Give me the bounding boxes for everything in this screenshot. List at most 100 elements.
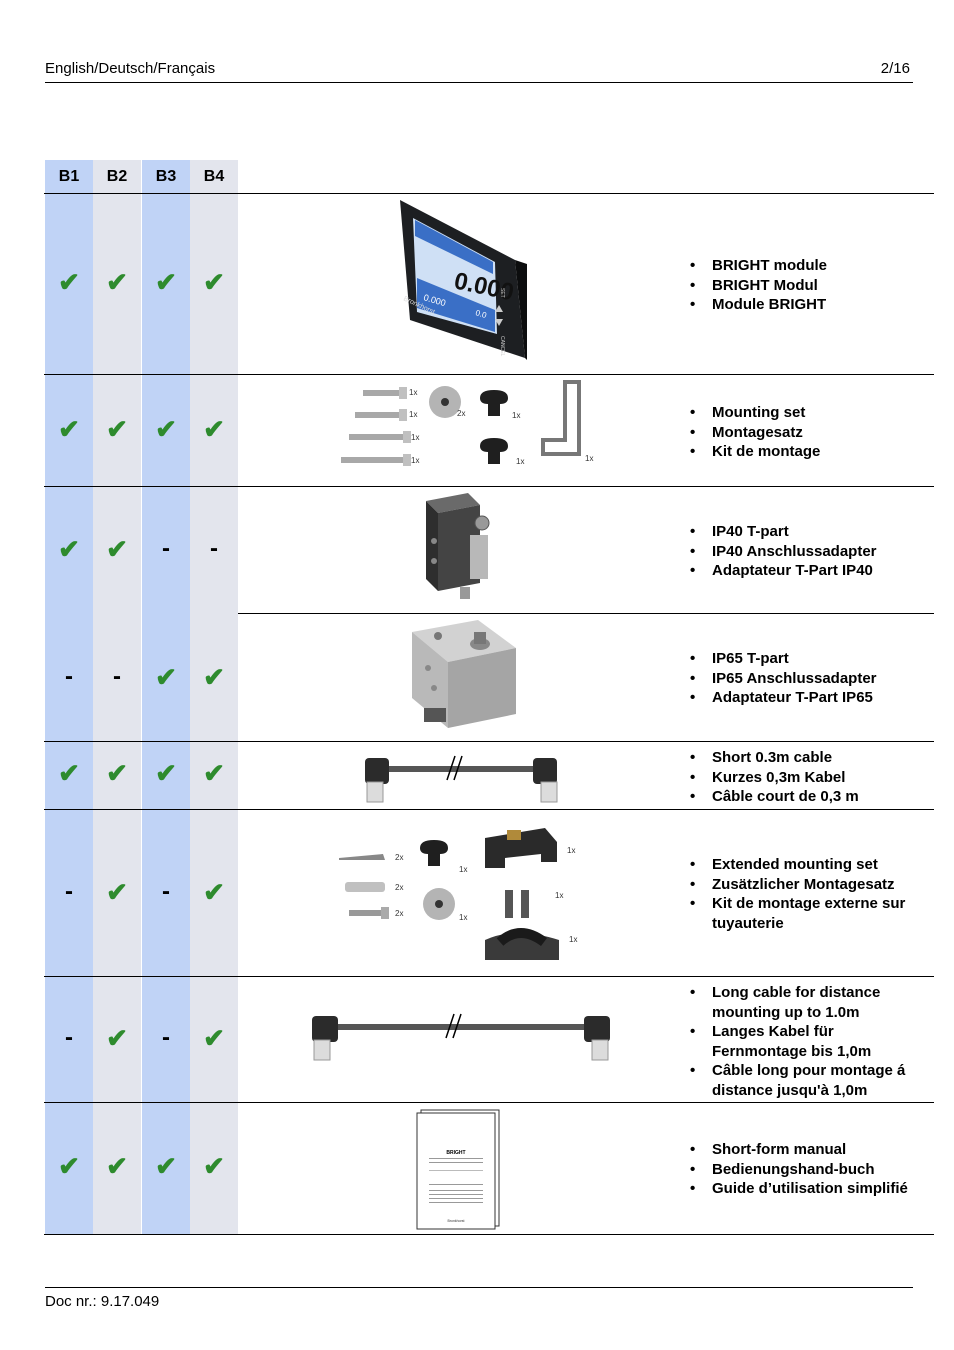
checkmark-icon: ✔ [155,758,177,788]
quantity-label: 1x [411,433,419,442]
list-item: IP65 Anschlussadapter [688,669,928,689]
dash-mark: - [113,663,121,690]
short-form-manual-image: BRIGHT Bronkhorst [416,1109,500,1230]
row-divider [44,486,934,487]
checkmark-icon: ✔ [106,267,128,297]
row-short-cable-description: Short 0.3m cable Kurzes 0,3m Kabel Câble… [688,748,928,807]
column-header-b4: B4 [203,168,225,185]
checkmark-icon: ✔ [106,1151,128,1181]
column-header-b2: B2 [106,168,128,185]
list-item: Adaptateur T-Part IP40 [688,561,928,581]
column-header-b3: B3 [155,168,177,185]
row-long-cable-description: Long cable for distance mounting up to 1… [688,983,928,1100]
row-mounting-set-description: Mounting set Montagesatz Kit de montage [688,403,928,462]
list-item: Long cable for distance mounting up to 1… [688,983,928,1022]
page-header: English/Deutsch/Français 2/16 [45,60,913,83]
checkmark-icon: ✔ [155,1151,177,1181]
quantity-label: 1x [512,411,520,420]
display-sub-right: 0.0 [474,308,488,320]
quantity-label: 2x [395,883,403,892]
list-item: BRIGHT module [688,256,928,276]
page-footer: Doc nr.: 9.17.049 [45,1287,913,1310]
quantity-label: 1x [569,935,577,944]
quantity-label: 1x [459,865,467,874]
checkmark-icon: ✔ [203,414,225,444]
list-item: IP40 Anschlussadapter [688,542,928,562]
checkmark-icon: ✔ [58,1151,80,1181]
page-number: 2/16 [880,60,910,77]
long-cable-image [312,1013,610,1061]
quantity-label: 2x [457,409,465,418]
list-item: Mounting set [688,403,928,423]
checkmark-icon: ✔ [106,758,128,788]
quantity-label: 1x [459,913,467,922]
list-item: Guide d’utilisation simplifié [688,1179,928,1199]
list-item: Extended mounting set [688,855,928,875]
quantity-label: 1x [567,846,575,855]
ip40-t-part-image [426,493,490,599]
list-item: Zusätzlicher Montagesatz [688,875,928,895]
row-divider [44,809,934,810]
list-item: Langes Kabel für Fernmontage bis 1,0m [688,1022,928,1061]
quantity-label: 1x [409,388,417,397]
table-bottom-rule [44,1234,934,1235]
checkmark-icon: ✔ [203,877,225,907]
down-arrow-icon [495,319,503,326]
row-divider [238,613,934,614]
bright-module-image: 0.000 0.000 0.0 Bronkhorst SET CANCEL [400,200,527,360]
dash-mark: - [65,663,73,690]
ip65-t-part-image [412,620,516,728]
quantity-label: 2x [395,909,403,918]
column-b3-background [142,160,190,1234]
checkmark-icon: ✔ [203,662,225,692]
mounting-set-image: 1x 1x 1x 1x 2x 1x 1x 1x [341,380,593,466]
checkmark-icon: ✔ [106,534,128,564]
list-item: Câble court de 0,3 m [688,787,928,807]
quantity-label: 1x [411,456,419,465]
doc-number: Doc nr.: 9.17.049 [45,1293,160,1310]
checkmark-icon: ✔ [106,1023,128,1053]
quantity-label: 1x [516,457,524,466]
row-divider [44,741,934,742]
column-b1-background [45,160,93,1234]
row-divider [44,976,934,977]
list-item: IP65 T-part [688,649,928,669]
extended-mounting-set-image: 2x 2x 2x 1x 1x 1x 1x 1x [339,828,577,960]
row-extended-mounting-set-description: Extended mounting set Zusätzlicher Monta… [688,855,928,933]
dash-mark: - [162,1024,170,1051]
up-arrow-icon [495,305,503,312]
dash-mark: - [210,535,218,562]
quantity-label: 2x [395,853,403,862]
column-header-b1: B1 [58,168,80,185]
row-divider [44,374,934,375]
dash-mark: - [65,1024,73,1051]
set-button-label: SET [499,288,505,298]
row-ip65-t-part-description: IP65 T-part IP65 Anschlussadapter Adapta… [688,649,928,708]
dash-mark: - [162,878,170,905]
checkmark-icon: ✔ [106,877,128,907]
list-item: Short-form manual [688,1140,928,1160]
list-item: Kit de montage [688,442,928,462]
quantity-label: 1x [555,891,563,900]
checkmark-icon: ✔ [203,758,225,788]
checkmark-icon: ✔ [58,267,80,297]
checkmark-icon: ✔ [58,534,80,564]
row-ip40-t-part-description: IP40 T-part IP40 Anschlussadapter Adapta… [688,522,928,581]
header-rule [44,193,934,194]
column-b4-background [190,160,238,1234]
checkmark-icon: ✔ [58,414,80,444]
manual-brand-logo: Bronkhorst [448,1219,465,1223]
quantity-label: 1x [585,454,593,463]
row-manual-description: Short-form manual Bedienungshand-buch Gu… [688,1140,928,1199]
list-item: Bedienungshand-buch [688,1160,928,1180]
list-item: Adaptateur T-Part IP65 [688,688,928,708]
checkmark-icon: ✔ [155,414,177,444]
list-item: IP40 T-part [688,522,928,542]
quantity-label: 1x [409,410,417,419]
list-item: Kurzes 0,3m Kabel [688,768,928,788]
column-b2-background [93,160,141,1234]
list-item: Kit de montage externe sur tuyauterie [688,894,928,933]
dash-mark: - [162,535,170,562]
row-bright-module-description: BRIGHT module BRIGHT Modul Module BRIGHT [688,256,928,315]
dash-mark: - [65,878,73,905]
